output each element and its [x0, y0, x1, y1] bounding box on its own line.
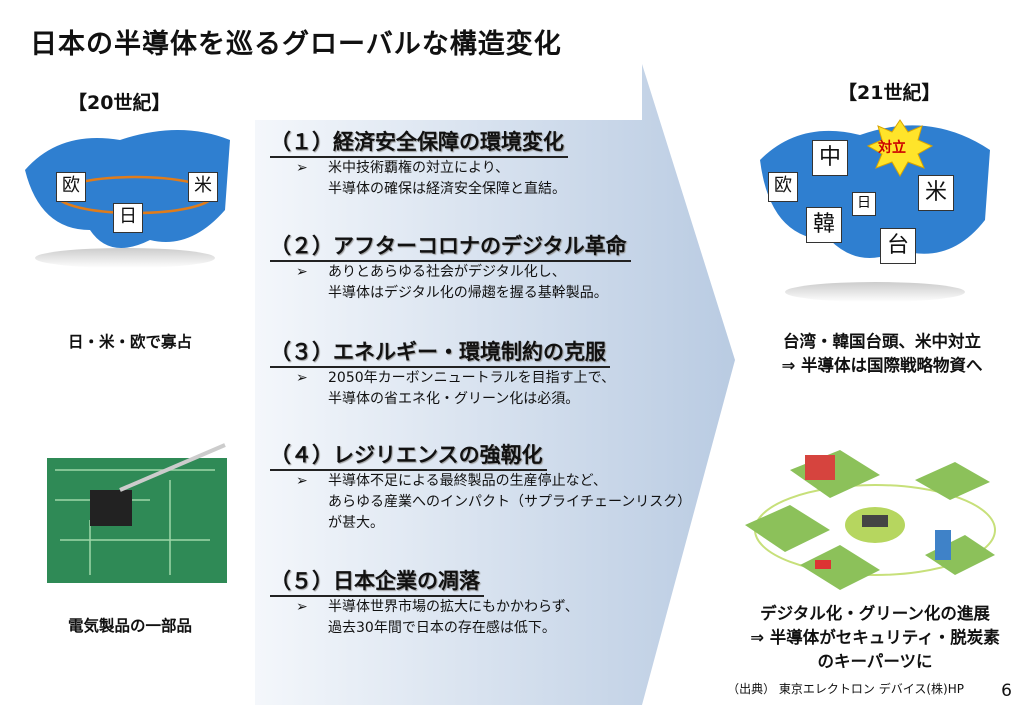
map-label-europe: 欧: [768, 172, 798, 202]
factor-text: が甚大。: [328, 515, 384, 531]
factor-text: 半導体不足による最終製品の生産停止など、: [328, 473, 607, 489]
map-label-china: 中: [812, 140, 848, 176]
factor-text: 半導体はデジタル化の帰趨を握る基幹製品。: [328, 285, 608, 301]
page-number: 6: [1001, 681, 1012, 701]
caption-line: デジタル化・グリーン化の進展: [760, 604, 990, 623]
smart-city-illustration: [745, 450, 996, 590]
bullet-arrow-icon: ➢: [296, 473, 308, 489]
factor-text: 米中技術覇権の対立により、: [328, 160, 510, 176]
map-label-japan: 日: [852, 192, 876, 216]
slide-title: 日本の半導体を巡るグローバルな構造変化: [30, 29, 562, 60]
left-caption-component: 電気製品の一部品: [67, 617, 192, 635]
bullet-arrow-icon: ➢: [296, 599, 308, 615]
chip-photo: [47, 443, 227, 583]
factor-item-3: （３）エネルギー・環境制約の克服 ➢ 2050年カーボンニュートラルを目指す上で、…: [270, 338, 710, 410]
factor-item-2: （２）アフターコロナのデジタル革命 ➢ ありとあらゆる社会がデジタル化し、半導体は…: [270, 232, 710, 304]
conflict-label: 対立: [878, 140, 906, 156]
map-label-japan: 日: [113, 203, 143, 233]
right-caption-strategic: 台湾・韓国台頭、米中対立 ⇒ 半導体は国際戦略物資へ: [740, 330, 1024, 378]
factor-text: 過去30年間で日本の存在感は低下。: [328, 620, 556, 636]
factor-item-4: （４）レジリエンスの強靱化 ➢ 半導体不足による最終製品の生産停止など、あらゆる産…: [270, 441, 710, 534]
map-label-korea: 韓: [806, 207, 842, 243]
caption-line: 台湾・韓国台頭、米中対立: [783, 332, 981, 351]
map-label-taiwan: 台: [880, 228, 916, 264]
factor-text: ありとあらゆる社会がデジタル化し、: [328, 264, 566, 280]
bullet-arrow-icon: ➢: [296, 370, 308, 386]
bullet-arrow-icon: ➢: [296, 160, 308, 176]
era-20th-label: 【20世紀】: [68, 92, 171, 114]
factor-text: 半導体の確保は経済安全保障と直結。: [328, 181, 566, 197]
caption-line: のキーパーツに: [817, 652, 933, 671]
map-label-us: 米: [188, 172, 218, 202]
caption-line: ⇒ 半導体がセキュリティ・脱炭素: [750, 628, 1000, 647]
factor-heading: （２）アフターコロナのデジタル革命: [270, 232, 631, 262]
bullet-arrow-icon: ➢: [296, 264, 308, 280]
factor-text: あらゆる産業へのインパクト（サプライチェーンリスク）: [328, 494, 692, 510]
source-note: （出典） 東京エレクトロン デバイス(株)HP: [727, 682, 964, 696]
factor-heading: （４）レジリエンスの強靱化: [270, 441, 547, 471]
factor-heading: （１）経済安全保障の環境変化: [270, 128, 568, 158]
map-label-us: 米: [918, 175, 954, 211]
conflict-burst-icon: [866, 119, 934, 178]
era-21st-label: 【21世紀】: [838, 82, 941, 104]
factor-item-1: （１）経済安全保障の環境変化 ➢ 米中技術覇権の対立により、半導体の確保は経済安全…: [270, 128, 710, 200]
factor-item-5: （５）日本企業の凋落 ➢ 半導体世界市場の拡大にもかかわらず、過去30年間で日本の…: [270, 567, 710, 639]
caption-line: ⇒ 半導体は国際戦略物資へ: [781, 356, 983, 375]
factor-text: 2050年カーボンニュートラルを目指す上で、: [328, 370, 616, 386]
left-caption-oligopoly: 日・米・欧で寡占: [67, 333, 192, 351]
factor-text: 半導体世界市場の拡大にもかかわらず、: [328, 599, 579, 615]
factor-heading: （３）エネルギー・環境制約の克服: [270, 338, 610, 368]
factor-text: 半導体の省エネ化・グリーン化は必須。: [328, 391, 580, 407]
map-label-europe: 欧: [56, 172, 86, 202]
right-caption-digital-green: デジタル化・グリーン化の進展 ⇒ 半導体がセキュリティ・脱炭素 のキーパーツに: [735, 602, 1015, 674]
factor-heading: （５）日本企業の凋落: [270, 567, 484, 597]
